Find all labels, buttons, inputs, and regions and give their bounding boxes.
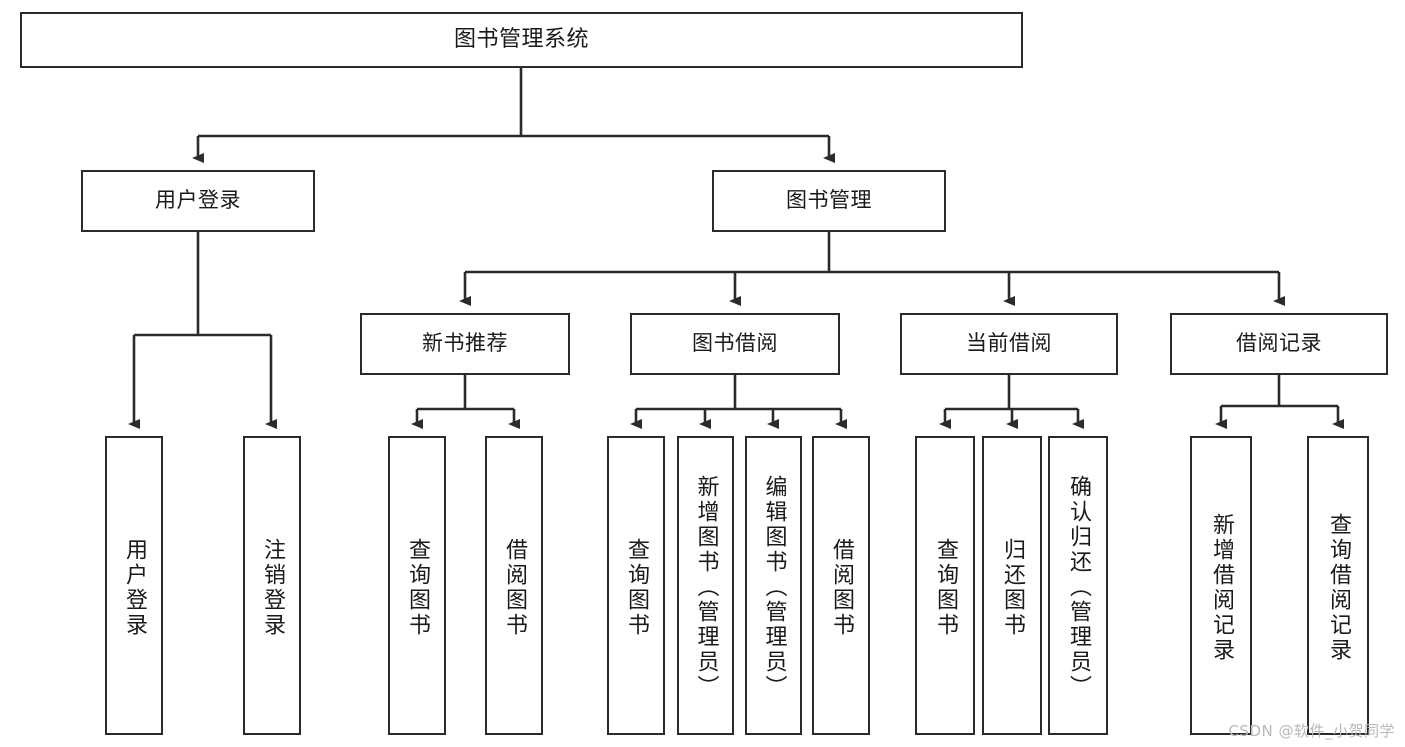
node-label: 用户登录 — [155, 188, 241, 213]
node-label: 编辑图书（管理员） — [761, 475, 787, 700]
node-label: 图书管理 — [786, 188, 872, 213]
node-current-borrow[interactable]: 当前借阅 — [900, 313, 1118, 375]
node-label: 归还图书 — [1000, 537, 1025, 638]
node-label: 新增图书（管理员） — [693, 475, 719, 700]
leaf-add-book[interactable]: 新增图书（管理员） — [677, 436, 734, 735]
leaf-query-book-3[interactable]: 查询图书 — [915, 436, 975, 735]
node-label: 注销登录 — [260, 537, 285, 638]
leaf-query-book-1[interactable]: 查询图书 — [388, 436, 446, 735]
node-label: 当前借阅 — [966, 331, 1052, 356]
leaf-borrow-book-2[interactable]: 借阅图书 — [812, 436, 870, 735]
node-label: 用户登录 — [122, 537, 147, 638]
leaf-borrow-book-1[interactable]: 借阅图书 — [485, 436, 543, 735]
leaf-user-logout[interactable]: 注销登录 — [243, 436, 301, 735]
node-label: 借阅图书 — [829, 537, 854, 638]
csdn-watermark: CSDN @软件_小贺同学 — [1228, 722, 1395, 740]
node-book-manage[interactable]: 图书管理 — [712, 170, 946, 232]
node-label: 查询借阅记录 — [1326, 512, 1351, 663]
leaf-add-record[interactable]: 新增借阅记录 — [1190, 436, 1252, 735]
node-label: 查询图书 — [933, 537, 958, 638]
leaf-confirm-return[interactable]: 确认归还（管理员） — [1048, 436, 1108, 735]
leaf-edit-book[interactable]: 编辑图书（管理员） — [745, 436, 802, 735]
node-label: 借阅图书 — [502, 537, 527, 638]
node-borrow-record[interactable]: 借阅记录 — [1170, 313, 1388, 375]
node-label: 图书管理系统 — [453, 26, 589, 52]
node-user-login[interactable]: 用户登录 — [81, 170, 315, 232]
node-label: 借阅记录 — [1236, 331, 1322, 356]
node-label: 确认归还（管理员） — [1066, 475, 1091, 700]
node-new-book-recommend[interactable]: 新书推荐 — [360, 313, 570, 375]
node-root-system[interactable]: 图书管理系统 — [20, 12, 1023, 68]
node-label: 图书借阅 — [692, 331, 778, 356]
node-label: 查询图书 — [405, 537, 430, 638]
leaf-user-login[interactable]: 用户登录 — [105, 436, 163, 735]
leaf-query-record[interactable]: 查询借阅记录 — [1307, 436, 1369, 735]
node-book-borrow[interactable]: 图书借阅 — [630, 313, 840, 375]
leaf-return-book[interactable]: 归还图书 — [982, 436, 1042, 735]
node-label: 新增借阅记录 — [1209, 512, 1234, 663]
leaf-query-book-2[interactable]: 查询图书 — [607, 436, 665, 735]
node-label: 查询图书 — [624, 537, 649, 638]
node-label: 新书推荐 — [422, 331, 508, 356]
